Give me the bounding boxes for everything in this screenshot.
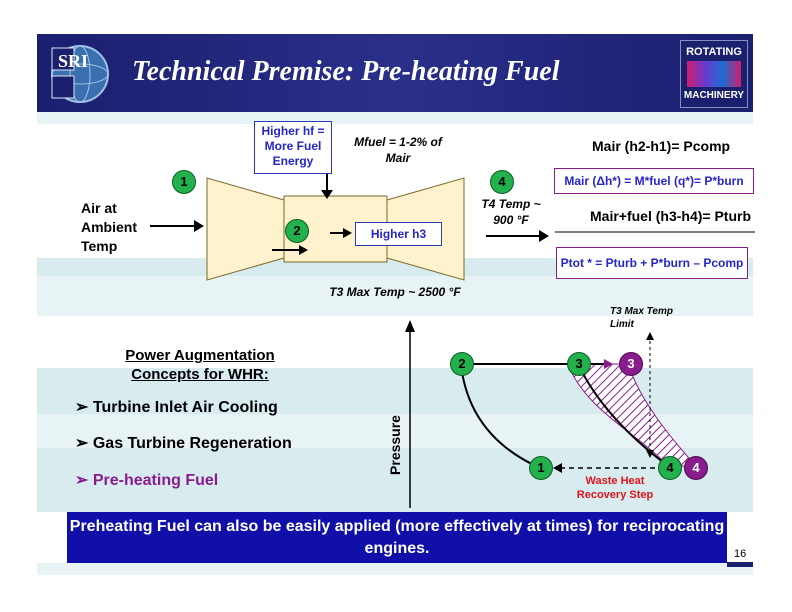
inlet-label: Air at Ambient Temp xyxy=(81,200,137,254)
combustor-label-box: Higher h3 xyxy=(355,222,442,246)
cycle-point-2: 2 xyxy=(450,352,474,376)
logo-line-1: ROTATING xyxy=(686,46,742,58)
state-2-marker: 2 xyxy=(285,219,309,243)
logo-line-2: MACHINERY xyxy=(683,90,745,101)
cycle-point-4-preheat: 4 xyxy=(684,456,708,480)
list-item: ➢ Gas Turbine Regeneration xyxy=(75,435,292,452)
bg-stripe xyxy=(37,276,753,316)
title-bar xyxy=(37,34,753,112)
waste-heat-label: Waste Heat Recovery Step xyxy=(576,475,654,501)
mfuel-label: Mfuel = 1-2% of Mair xyxy=(354,135,442,165)
eq-compressor: Mair (h2-h1)= Pcomp xyxy=(592,138,731,154)
cycle-point-1: 1 xyxy=(529,456,553,480)
page-title: Technical Premise: Pre-heating Fuel xyxy=(132,56,560,87)
t3-limit-label: T3 Max Temp Limit xyxy=(610,306,673,330)
cycle-point-3-base: 3 xyxy=(567,352,591,376)
cycle-point-4-base: 4 xyxy=(658,456,682,480)
list-item: ➢ Pre-heating Fuel xyxy=(75,472,219,489)
concepts-heading-line-2: Concepts for WHR: xyxy=(131,366,269,383)
logo-graphic xyxy=(687,61,741,87)
list-item: ➢ Turbine Inlet Air Cooling xyxy=(75,399,278,416)
logo-letters: SRI xyxy=(58,51,88,71)
concepts-heading: Power Augmentation Concepts for WHR: xyxy=(100,346,300,384)
t4-temp-label: T4 Temp ~ 900 °F xyxy=(481,197,541,227)
state-4-marker: 4 xyxy=(490,170,514,194)
eq-turbine: Mair+fuel (h3-h4)= Pturb xyxy=(590,208,752,224)
concept-item-2: Gas Turbine Regeneration xyxy=(92,435,292,452)
sri-logo: SRI xyxy=(51,45,109,103)
footer-rule xyxy=(727,562,753,567)
pressure-axis-label: Pressure xyxy=(387,415,403,475)
eq-burn-box: Mair (Δh*) = M*fuel (q*)= P*burn xyxy=(554,168,754,194)
cycle-point-3-preheat: 3 xyxy=(619,352,643,376)
page-number: 16 xyxy=(734,548,747,560)
bg-stripe xyxy=(37,448,753,512)
rotating-machinery-logo: ROTATING MACHINERY xyxy=(680,40,748,108)
concepts-heading-line-1: Power Augmentation xyxy=(125,347,275,364)
bottom-banner: Preheating Fuel can also be easily appli… xyxy=(67,512,727,563)
t3-temp-label: T3 Max Temp ~ 2500 °F xyxy=(329,285,461,299)
bg-stripe xyxy=(37,563,753,575)
eq-total-box: Ptot * = Pturb + P*burn – Pcomp xyxy=(556,247,748,279)
fuel-energy-box: Higher hf = More Fuel Energy xyxy=(254,121,332,174)
bg-stripe xyxy=(37,112,753,124)
concept-item-1: Turbine Inlet Air Cooling xyxy=(92,399,278,416)
state-1-marker: 1 xyxy=(172,170,196,194)
concept-item-3: Pre-heating Fuel xyxy=(92,472,219,489)
